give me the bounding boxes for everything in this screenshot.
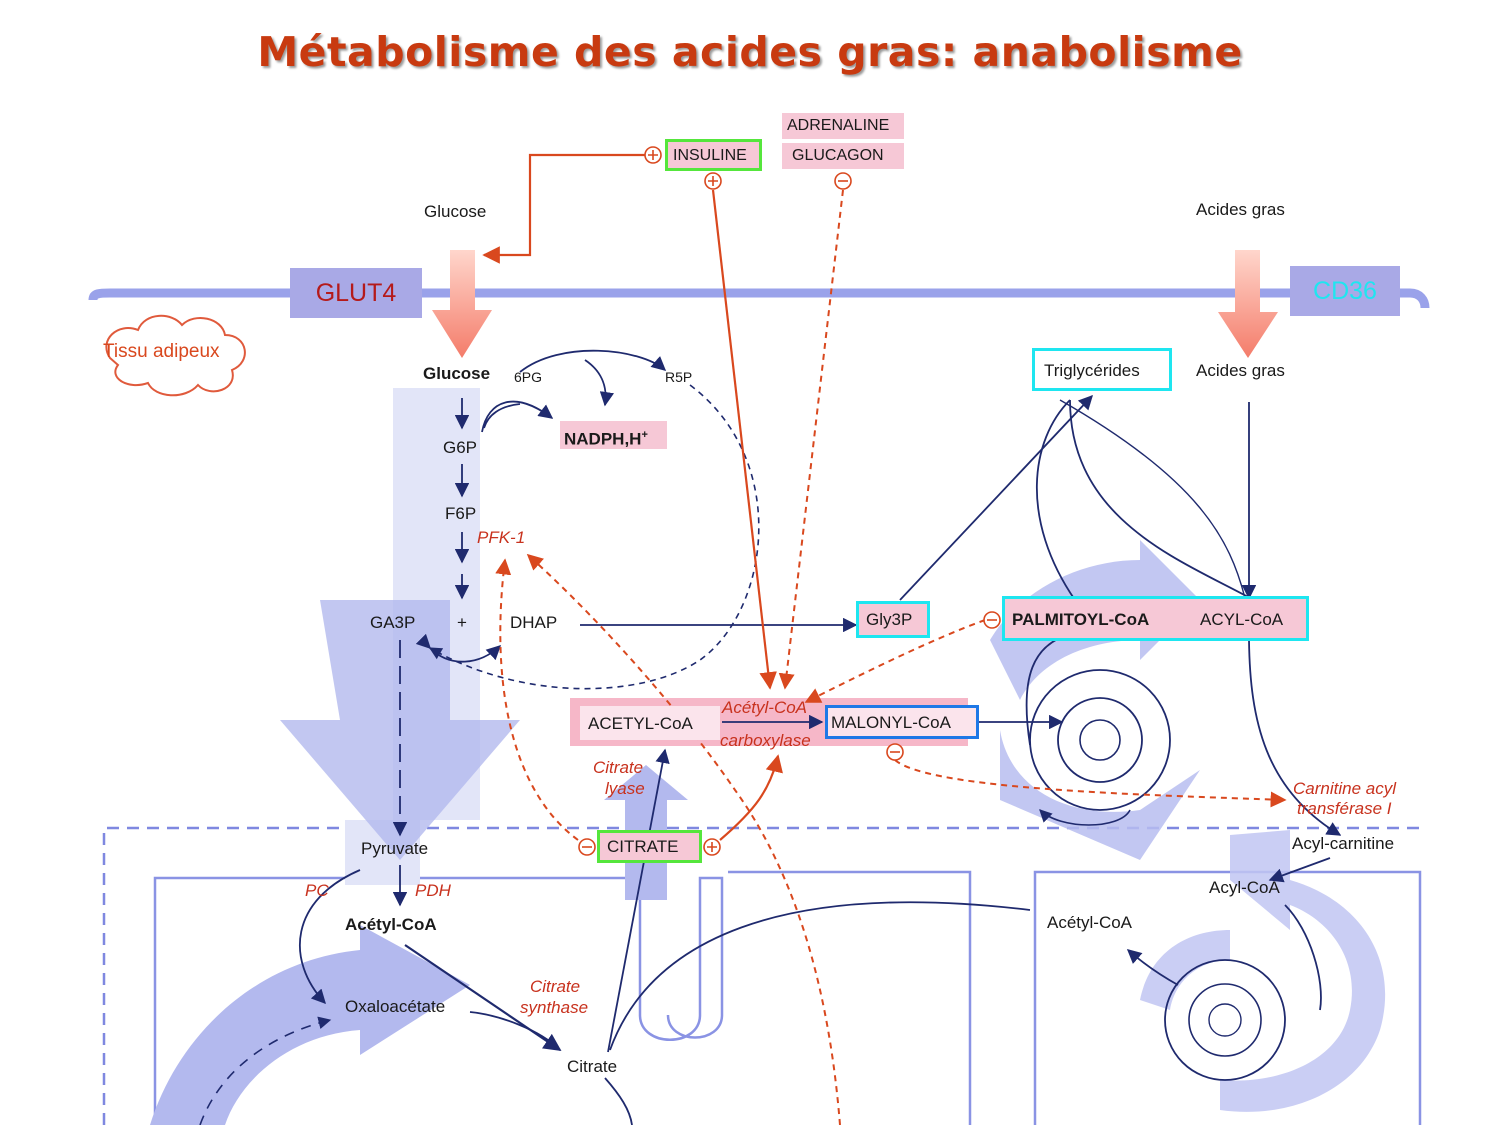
cpt-label-2: transférase I <box>1297 799 1392 818</box>
gly3p-box <box>856 601 930 638</box>
krebs-flow <box>150 925 470 1125</box>
lipogenesis-cycle-flow <box>990 540 1200 860</box>
triglycerides-label: Triglycérides <box>1044 361 1140 380</box>
beta-oxidation-flow <box>1140 830 1386 1112</box>
acc-label-1: Acétyl-CoA <box>722 698 808 717</box>
pyruvate-label: Pyruvate <box>361 839 429 858</box>
plus-label: + <box>457 613 467 632</box>
malonyl-coa-label: MALONYL-CoA <box>831 713 951 732</box>
acetyl-coa-cyto-box <box>580 706 720 740</box>
plus-icon <box>644 146 662 164</box>
insuline-label: INSULINE <box>673 147 747 164</box>
acetyl-coa-mito2-label: Acétyl-CoA <box>1047 913 1133 932</box>
acetyl-coa-cyto-label: ACETYL-CoA <box>588 714 693 733</box>
pc-label: PC <box>305 881 329 900</box>
nadph-box <box>560 421 667 449</box>
cd36-transporter: CD36 <box>1290 266 1400 316</box>
minus-icon <box>983 611 1001 629</box>
pdh-label: PDH <box>415 881 451 900</box>
g6p-label: G6P <box>443 438 478 457</box>
glucose-label: Glucose <box>423 364 491 383</box>
gly3p-label: Gly3P <box>866 610 913 629</box>
citrate-cyto-label: CITRATE <box>607 837 679 856</box>
minus-icon <box>886 743 904 761</box>
f6p-label: F6P <box>445 504 477 523</box>
tissue-cloud-icon <box>105 314 246 397</box>
acyl-coa-mito-label: Acyl-CoA <box>1209 878 1280 897</box>
fatty-acid-inflow-arrow <box>1218 250 1278 358</box>
page-title: Métabolisme des acides gras: anabolisme <box>257 28 1243 76</box>
dhap-label: DHAP <box>510 613 558 632</box>
citrate-synthase-label-2: synthase <box>520 998 589 1017</box>
tissue-label: Tissu adipeux <box>103 341 220 362</box>
acides-gras-ext-label: Acides gras <box>1196 200 1285 219</box>
insuline-box <box>665 139 762 171</box>
citrate-cyto-box <box>597 830 702 863</box>
citrate-lyase-label-2: lyase <box>605 779 645 798</box>
ga3p-label: GA3P <box>370 613 416 632</box>
r5p-label: R5P <box>665 369 693 385</box>
citrate-mito-label: Citrate <box>567 1057 618 1076</box>
acetyl-coa-mito-label: Acétyl-CoA <box>345 915 437 934</box>
acyl-carnitine-label: Acyl-carnitine <box>1292 834 1395 853</box>
glucagon-box <box>782 143 904 169</box>
glut4-transporter: GLUT4 <box>290 268 422 318</box>
adrenaline-box <box>782 113 904 139</box>
cell-membrane <box>88 288 1430 309</box>
oxaloacetate-label: Oxaloacétate <box>345 997 446 1016</box>
glucagon-label: GLUCAGON <box>792 147 884 164</box>
acides-gras-int-label: Acides gras <box>1196 361 1285 380</box>
adrenaline-label: ADRENALINE <box>787 117 890 134</box>
citrate-synthase-label-1: Citrate <box>530 977 581 996</box>
palmitoyl-coa-label: PALMITOYL-CoA <box>1012 610 1150 629</box>
glucose-ext-label: Glucose <box>424 202 487 221</box>
plus-icon <box>704 172 722 190</box>
pfk1-label: PFK-1 <box>477 528 526 547</box>
nadph-label: NADPH,H+ <box>564 429 648 449</box>
malonyl-coa-box <box>825 705 979 739</box>
inner-membrane <box>153 870 1422 1125</box>
citrate-lyase-label-1: Citrate <box>593 758 644 777</box>
minus-icon <box>578 838 596 856</box>
acc-label-2: carboxylase <box>720 731 811 750</box>
6pg-label: 6PG <box>514 369 543 385</box>
triglycerides-box <box>1032 348 1172 391</box>
plus-icon <box>703 838 721 856</box>
glucose-inflow-arrow <box>432 250 492 358</box>
acyl-coa-cyto-label: ACYL-CoA <box>1200 610 1284 629</box>
cpt-label-1: Carnitine acyl <box>1293 779 1396 798</box>
minus-icon <box>834 172 852 190</box>
palmitoyl-acyl-box <box>1002 596 1309 641</box>
